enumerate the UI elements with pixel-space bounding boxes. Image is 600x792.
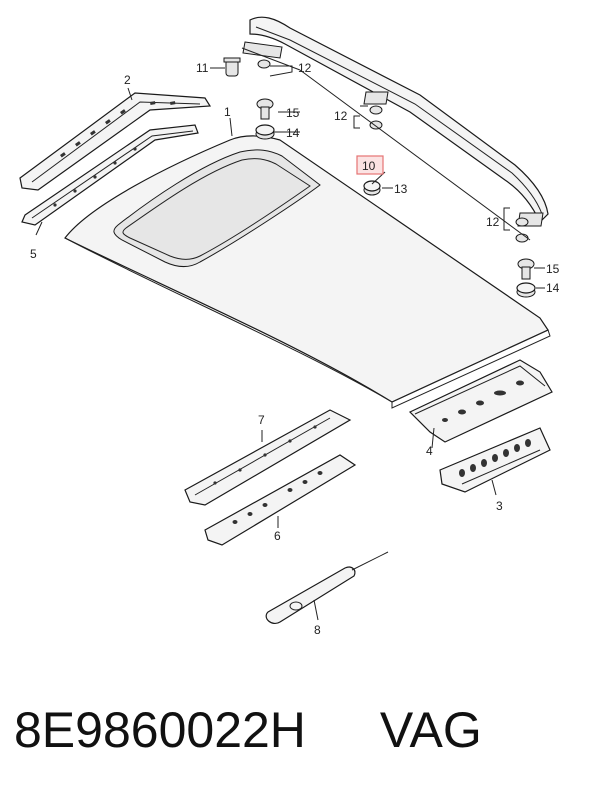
callout-6: 6 bbox=[274, 529, 281, 543]
roof-panel bbox=[64, 135, 551, 409]
callout-14-rear: 14 bbox=[546, 281, 560, 295]
rear-header bbox=[408, 359, 553, 443]
washer-12-top bbox=[257, 59, 271, 69]
callout-10: 10 bbox=[362, 159, 376, 173]
washer-12-rear bbox=[515, 217, 529, 243]
roof-rail bbox=[242, 16, 549, 227]
roof-bow-upper bbox=[184, 409, 352, 506]
callout-5: 5 bbox=[30, 247, 37, 261]
callout-2: 2 bbox=[124, 73, 131, 87]
callout-15-rear: 15 bbox=[546, 262, 560, 276]
leader-lines bbox=[35, 47, 545, 621]
rear-cross-member bbox=[439, 427, 551, 493]
grommet-14-front bbox=[255, 124, 275, 140]
brand-name: VAG bbox=[379, 702, 482, 758]
callout-12-top: 12 bbox=[298, 61, 312, 75]
grommet-13 bbox=[363, 180, 381, 196]
footer: 8E9860022H VAG bbox=[14, 690, 594, 770]
front-header-bracket bbox=[19, 92, 212, 191]
callout-10-highlight: 10 bbox=[356, 155, 384, 175]
callout-labels: 1 2 3 4 5 6 7 8 11 12 12 12 13 14 14 15 … bbox=[30, 61, 560, 637]
roof-parts-diagram: 1 2 3 4 5 6 7 8 11 12 12 12 13 14 14 15 … bbox=[19, 16, 560, 637]
washer-12-mid bbox=[369, 105, 383, 130]
callout-7: 7 bbox=[258, 413, 265, 427]
callout-1: 1 bbox=[224, 105, 231, 119]
sealant-cartridge bbox=[265, 551, 389, 624]
roof-bow-lower bbox=[204, 454, 357, 546]
callout-14-front: 14 bbox=[286, 126, 300, 140]
front-header-lower-rail bbox=[21, 124, 199, 226]
callout-11: 11 bbox=[196, 61, 209, 75]
part-number: 8E9860022H bbox=[14, 702, 306, 758]
clip-15-rear bbox=[517, 258, 535, 280]
callout-12-rear: 12 bbox=[486, 215, 500, 229]
callout-15-front: 15 bbox=[286, 106, 300, 120]
clip-11 bbox=[223, 57, 241, 77]
clip-15-front bbox=[256, 98, 274, 120]
callout-4: 4 bbox=[426, 444, 433, 458]
callout-12-mid: 12 bbox=[334, 109, 348, 123]
highlight-box bbox=[356, 155, 384, 175]
callout-8: 8 bbox=[314, 623, 321, 637]
grommet-14-rear bbox=[516, 282, 536, 298]
callout-3: 3 bbox=[496, 499, 503, 513]
callout-13: 13 bbox=[394, 182, 408, 196]
